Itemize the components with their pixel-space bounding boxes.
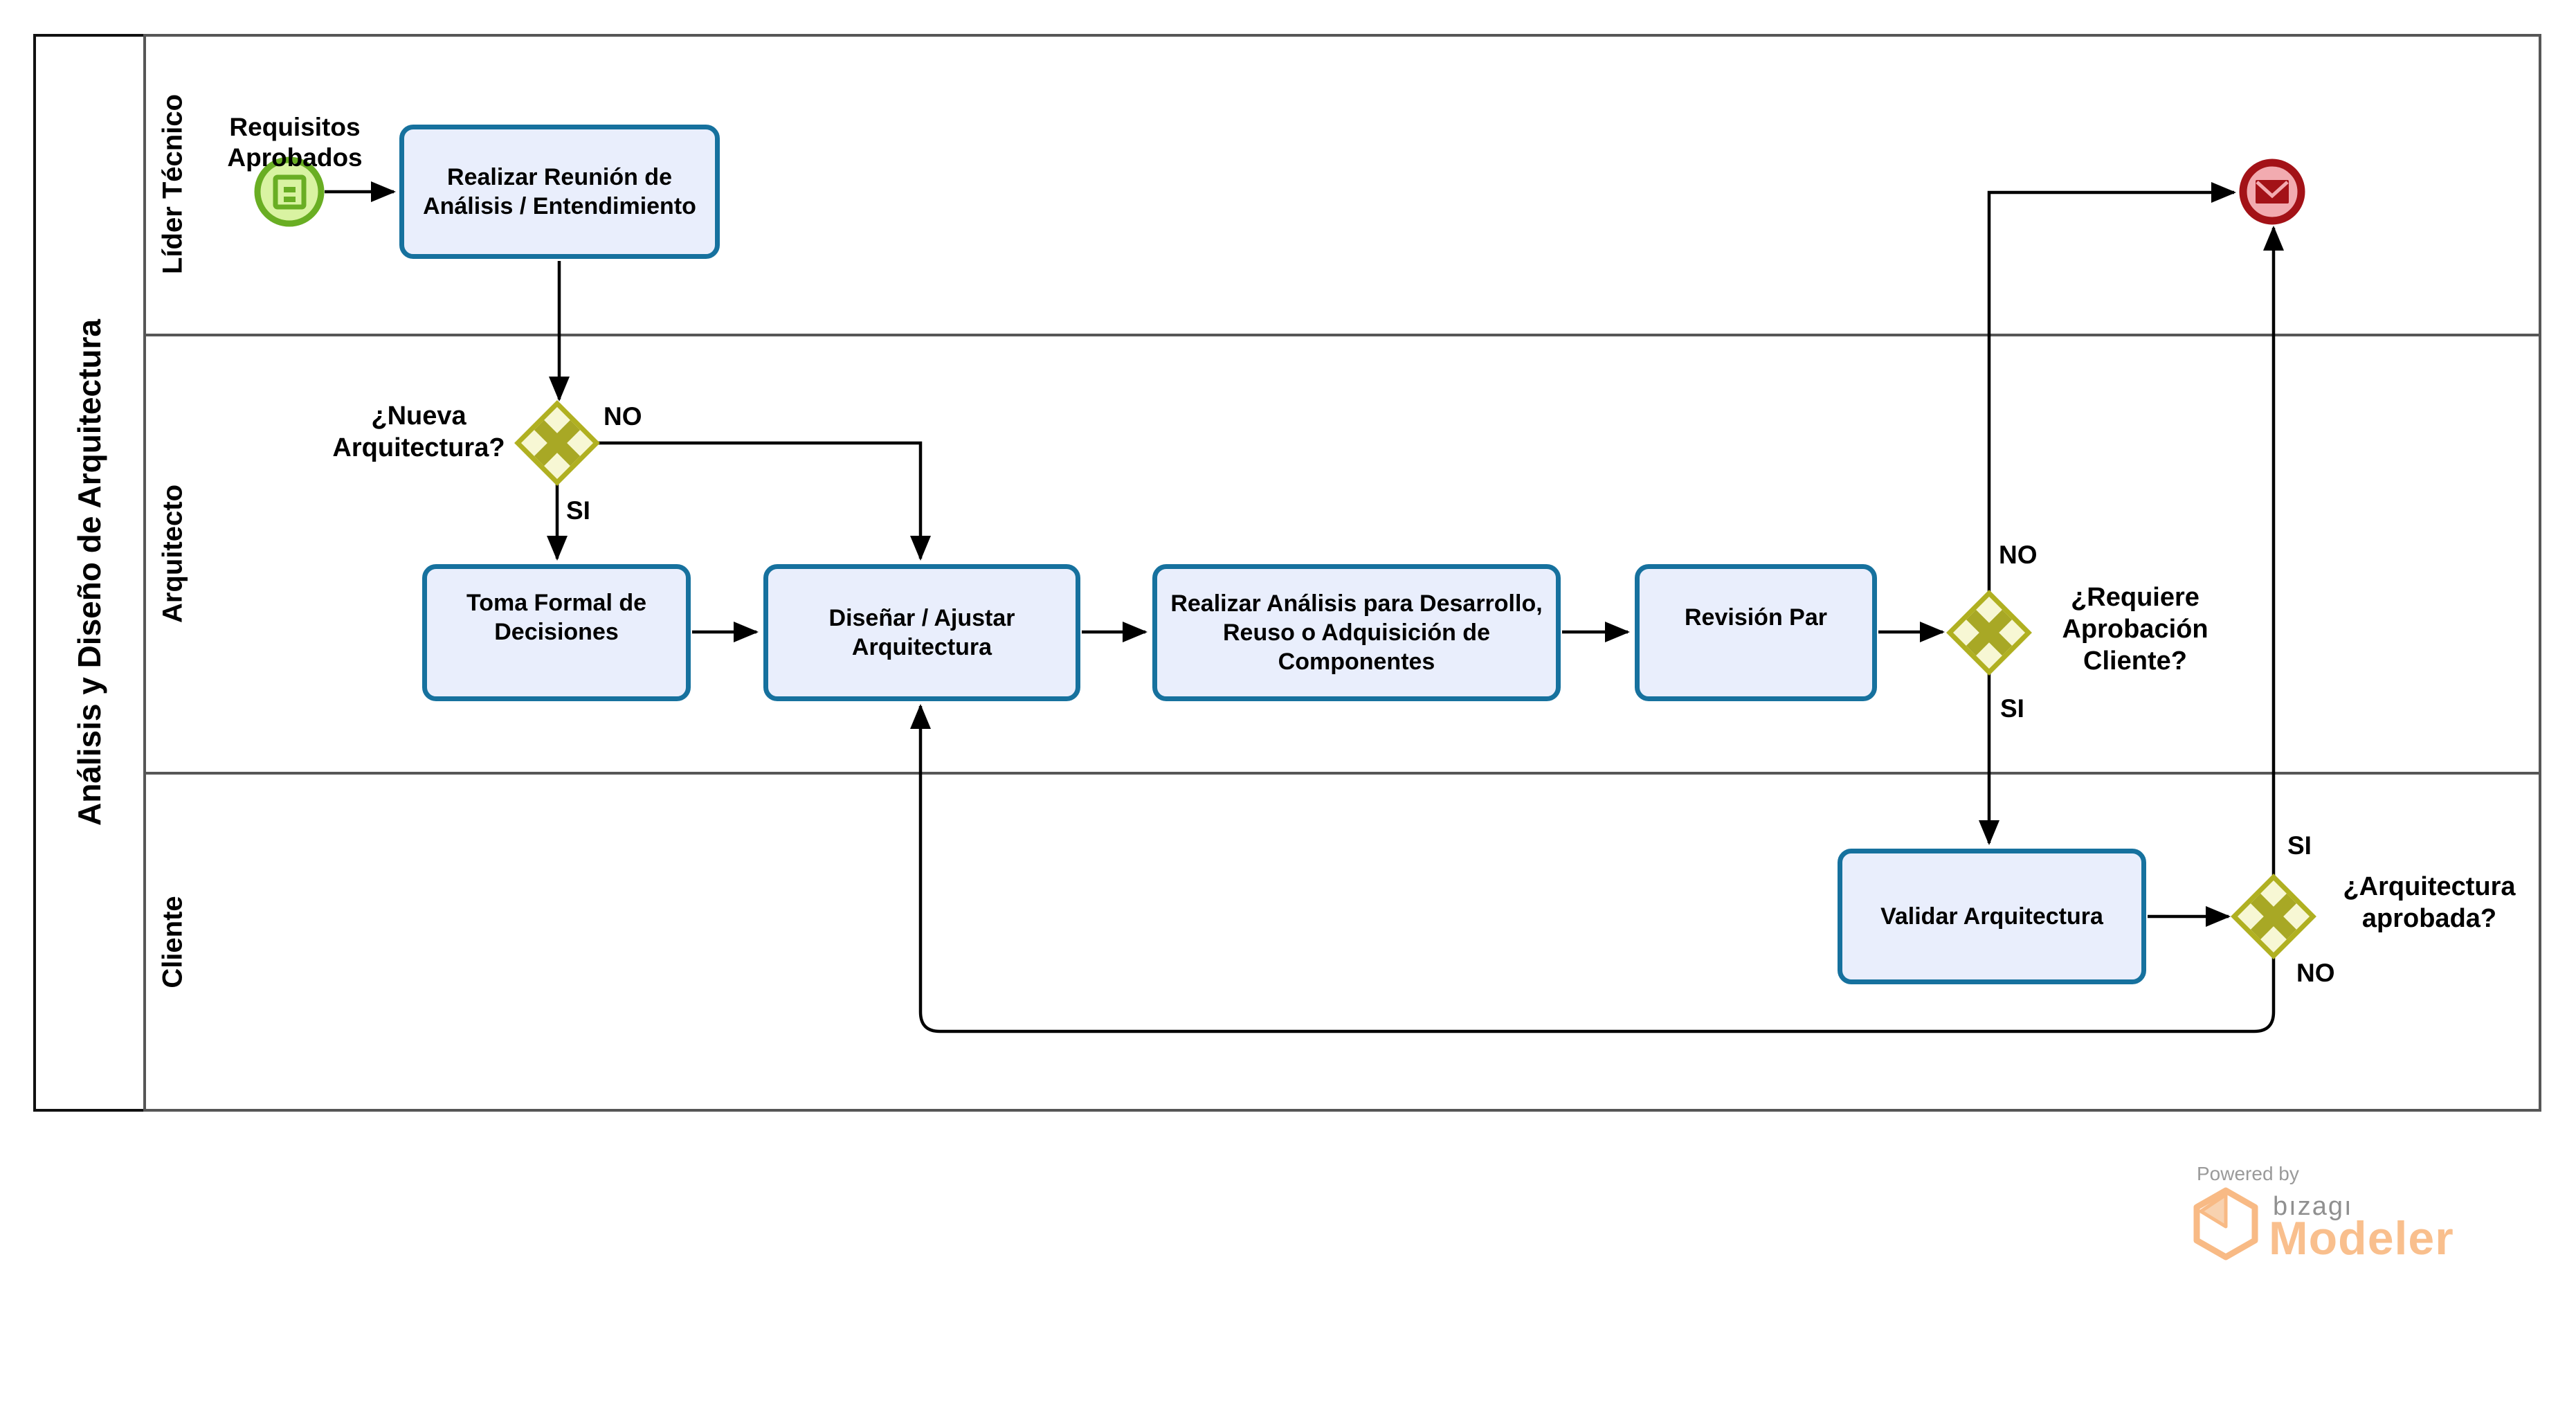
branch-label-requiere-si: SI bbox=[2000, 694, 2024, 723]
task-validar-arquitectura[interactable]: Validar Arquitectura bbox=[1838, 849, 2146, 984]
task-label-line: Realizar Análisis para Desarrollo, bbox=[1170, 590, 1543, 617]
gateway-question-line: ¿Nueva bbox=[371, 401, 466, 431]
flow-aprobada-no-to-disenar bbox=[910, 704, 2276, 1033]
task-label-line: Decisiones bbox=[494, 619, 619, 645]
lane-divider-2 bbox=[143, 772, 2541, 775]
xor-x-icon bbox=[1966, 609, 2013, 656]
flow-requiere-no-to-end bbox=[1987, 182, 2236, 592]
start-event-label: Requisitos Aprobados bbox=[205, 112, 385, 173]
envelope-icon bbox=[2256, 180, 2289, 204]
branch-label-nueva-si: SI bbox=[566, 496, 590, 525]
gateway-question-line: Cliente? bbox=[2083, 647, 2187, 676]
task-label-line: Análisis / Entendimiento bbox=[423, 193, 696, 219]
gateway-question-line: aprobada? bbox=[2361, 904, 2497, 933]
xor-x-icon bbox=[534, 419, 581, 467]
gateway-nueva-arquitectura[interactable] bbox=[514, 400, 600, 486]
start-event-label-line: Requisitos bbox=[229, 113, 361, 141]
start-event-requisitos-aprobados[interactable] bbox=[254, 156, 325, 227]
gateway-question-line: ¿Arquitectura bbox=[2343, 872, 2516, 901]
task-label-line: Diseñar / Ajustar bbox=[828, 605, 1015, 631]
task-revision-par[interactable]: Revisión Par bbox=[1635, 564, 1877, 701]
modeler-product-text: Modeler bbox=[2269, 1212, 2454, 1265]
gateway-aprobada-question: ¿Arquitectura aprobada? bbox=[2322, 871, 2537, 934]
pool-header bbox=[33, 34, 146, 1112]
task-disenar-ajustar-arquitectura[interactable]: Diseñar / Ajustar Arquitectura bbox=[763, 564, 1080, 701]
gateway-arquitectura-aprobada[interactable] bbox=[2231, 874, 2316, 959]
branch-label-nueva-no: NO bbox=[604, 402, 642, 431]
xor-x-icon bbox=[2250, 893, 2297, 940]
task-label-line: Toma Formal de bbox=[466, 590, 647, 616]
gateway-requiere-question: ¿Requiere Aprobación Cliente? bbox=[2035, 581, 2235, 677]
gateway-question-line: Arquitectura? bbox=[332, 433, 505, 462]
task-label-line: Arquitectura bbox=[851, 634, 992, 660]
document-icon bbox=[273, 174, 307, 210]
task-realizar-analisis-componentes[interactable]: Realizar Análisis para Desarrollo, Reuso… bbox=[1152, 564, 1561, 701]
bizagi-brand-text: bızagı bbox=[2273, 1192, 2353, 1221]
task-label-line: Componentes bbox=[1278, 649, 1435, 675]
branch-label-aprobada-si: SI bbox=[2287, 831, 2312, 860]
task-label-line: Revisión Par bbox=[1685, 604, 1827, 631]
end-event-message[interactable] bbox=[2239, 159, 2305, 225]
powered-by-text: Powered by bbox=[2197, 1163, 2299, 1184]
task-label-line: Validar Arquitectura bbox=[1880, 903, 2103, 930]
branch-label-aprobada-no: NO bbox=[2296, 959, 2335, 987]
task-label-line: Reuso o Adquisición de bbox=[1223, 620, 1490, 646]
bizagi-logo-icon bbox=[2193, 1187, 2258, 1260]
task-label-line: Realizar Reunión de bbox=[447, 164, 672, 190]
gateway-question-line: Aprobación bbox=[2062, 615, 2208, 644]
gateway-nueva-question: ¿Nueva Arquitectura? bbox=[298, 400, 540, 464]
start-event-label-line: Aprobados bbox=[227, 143, 363, 172]
gateway-requiere-aprobacion-cliente[interactable] bbox=[1946, 590, 2032, 676]
task-toma-formal-decisiones[interactable]: Toma Formal de Decisiones bbox=[422, 564, 691, 701]
gateway-question-line: ¿Requiere bbox=[2071, 583, 2199, 612]
branch-label-requiere-no: NO bbox=[1999, 541, 2038, 569]
task-realizar-reunion[interactable]: Realizar Reunión de Análisis / Entendimi… bbox=[399, 125, 720, 259]
flow-nueva-no-to-disenar bbox=[598, 441, 931, 561]
lane-divider-1 bbox=[143, 334, 2541, 336]
